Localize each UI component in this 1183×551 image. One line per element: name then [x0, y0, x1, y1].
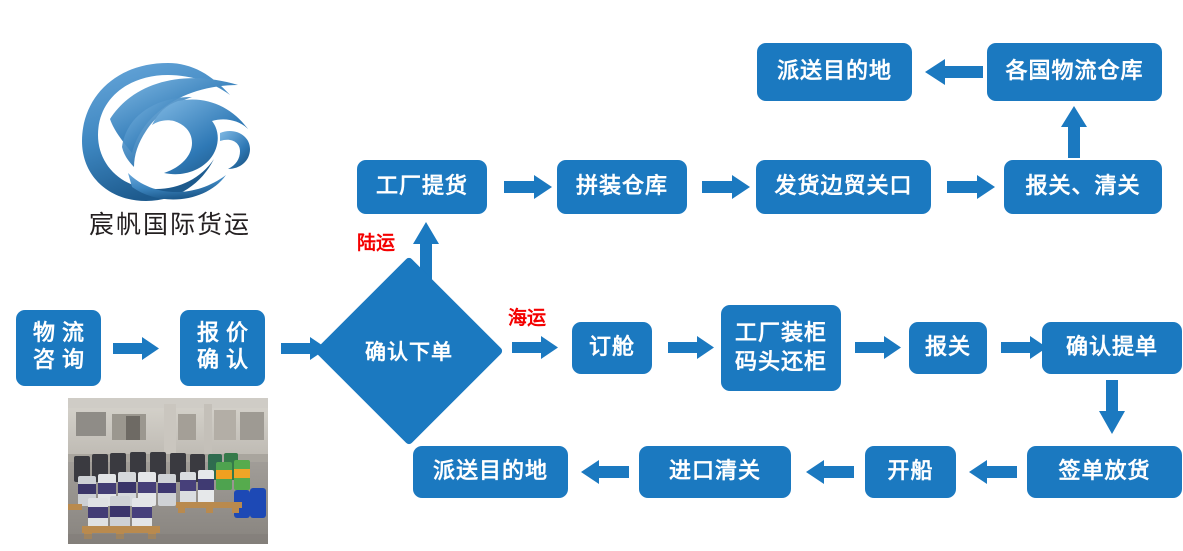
node-n13-confirm-bill-of-lading[interactable]: 确认提单 — [1042, 322, 1182, 374]
node-n15-vessel-departure[interactable]: 开船 — [865, 446, 956, 498]
node-n06-border-trade-customs-gate[interactable]: 发货边贸关口 — [756, 160, 931, 214]
node-n16-import-customs-clearance[interactable]: 进口清关 — [639, 446, 791, 498]
node-n01-logistics-inquiry[interactable]: 物流 咨询 — [16, 310, 101, 386]
mode-label-sea: 海运 — [508, 307, 547, 329]
node-n03-confirm-order-diamond[interactable]: 确认下单 — [314, 256, 504, 446]
arrow-left-n14-to-n15 — [969, 459, 1017, 485]
arrow-right-n01-to-n02 — [113, 336, 159, 361]
arrow-up-n03-to-n04 — [412, 222, 440, 284]
arrow-left-n16-to-n17 — [581, 459, 629, 485]
node-n07-customs-declaration-clearance[interactable]: 报关、清关 — [1004, 160, 1162, 214]
arrow-right-n12-to-n13 — [1001, 335, 1047, 360]
node-n17-delivery-destination-sea[interactable]: 派送目的地 — [413, 446, 568, 498]
arrow-right-n05-to-n06 — [702, 174, 750, 200]
node-n12-customs-declaration[interactable]: 报关 — [909, 322, 987, 374]
arrow-right-n03-to-n10 — [512, 335, 558, 360]
node-n11-factory-loading-depot-return[interactable]: 工厂装柜 码头还柜 — [721, 305, 841, 391]
arrow-right-n02-to-n03 — [281, 336, 327, 361]
node-n08-overseas-warehouse[interactable]: 各国物流仓库 — [987, 43, 1162, 101]
node-n04-factory-pickup[interactable]: 工厂提货 — [357, 160, 487, 214]
arrow-right-n11-to-n12 — [855, 335, 901, 360]
warehouse-drums-photo — [68, 398, 268, 544]
company-logo: 宸帆国际货运 — [70, 55, 270, 245]
arrow-down-n13-to-n14 — [1098, 380, 1126, 434]
arrow-right-n04-to-n05 — [504, 174, 552, 200]
arrow-left-n08-to-n09 — [925, 58, 983, 86]
node-n09-delivery-destination-land[interactable]: 派送目的地 — [757, 43, 912, 101]
arrow-right-n10-to-n11 — [668, 335, 714, 360]
wave-bird-logo-icon — [70, 55, 270, 209]
company-name: 宸帆国际货运 — [88, 210, 251, 239]
mode-label-land: 陆运 — [357, 232, 396, 254]
arrow-right-n06-to-n07 — [947, 174, 995, 200]
node-n14-sign-release-cargo[interactable]: 签单放货 — [1027, 446, 1182, 498]
arrow-left-n15-to-n16 — [806, 459, 854, 485]
node-n02-quote-confirmation[interactable]: 报价 确认 — [180, 310, 265, 386]
node-n05-consolidation-warehouse[interactable]: 拼装仓库 — [557, 160, 687, 214]
arrow-up-n07-to-n08 — [1060, 106, 1088, 158]
node-n10-booking[interactable]: 订舱 — [572, 322, 652, 374]
